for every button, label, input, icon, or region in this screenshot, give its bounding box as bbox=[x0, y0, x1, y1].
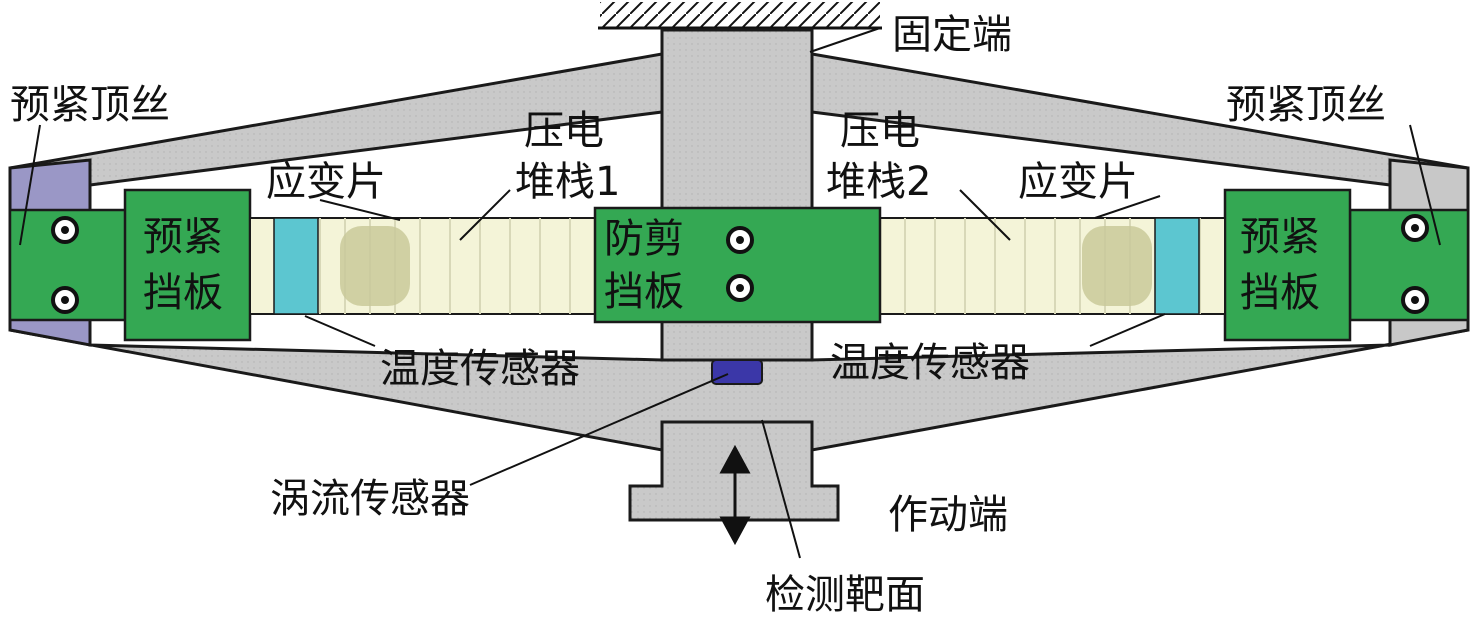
strain-gauge-patch-2 bbox=[1082, 226, 1152, 306]
preload-plate-left bbox=[123, 188, 252, 342]
label-preload-plate-right-line2: 挡板 bbox=[1240, 270, 1320, 316]
label-strain-gauge-left: 应变片 bbox=[266, 159, 386, 205]
label-piezo-stack-1-line1: 压电 bbox=[524, 108, 604, 154]
piezo-stack-1 bbox=[249, 217, 596, 315]
label-temp-sensor-right: 温度传感器 bbox=[830, 340, 1030, 386]
strain-gauge-patch-1 bbox=[340, 226, 410, 306]
label-preload-plate-left-line2: 挡板 bbox=[143, 270, 223, 316]
label-temp-sensor-left: 温度传感器 bbox=[380, 346, 580, 392]
label-piezo-stack-1-line2: 堆栈1 bbox=[515, 159, 620, 205]
label-strain-gauge-right: 应变片 bbox=[1018, 159, 1138, 205]
leader-lines bbox=[19, 27, 1441, 559]
piezo-stack-2 bbox=[879, 217, 1226, 315]
double-arrow-icon bbox=[719, 444, 751, 546]
temp-sensor-2 bbox=[1154, 217, 1200, 315]
label-preload-screw-right: 预紧顶丝 bbox=[1226, 82, 1386, 128]
label-piezo-stack-2-line2: 堆栈2 bbox=[826, 159, 931, 205]
label-anti-shear-plate-line2: 挡板 bbox=[604, 269, 684, 315]
label-preload-plate-right-line1: 预紧 bbox=[1240, 214, 1320, 260]
label-anti-shear-plate-line1: 防剪 bbox=[604, 216, 684, 262]
label-eddy-sensor: 涡流传感器 bbox=[270, 476, 470, 522]
label-preload-screw-left: 预紧顶丝 bbox=[10, 82, 170, 128]
label-preload-plate-left-line1: 预紧 bbox=[143, 214, 223, 260]
eddy-probe bbox=[711, 359, 763, 385]
preload-plate-right bbox=[1223, 188, 1352, 342]
label-target-surface: 检测靶面 bbox=[765, 572, 925, 618]
temp-sensor-1 bbox=[273, 217, 319, 315]
label-actuating-end: 作动端 bbox=[888, 492, 1008, 538]
label-piezo-stack-2-line1: 压电 bbox=[840, 108, 920, 154]
label-fixed-end: 固定端 bbox=[892, 12, 1012, 58]
ground-hatch bbox=[598, 2, 882, 30]
